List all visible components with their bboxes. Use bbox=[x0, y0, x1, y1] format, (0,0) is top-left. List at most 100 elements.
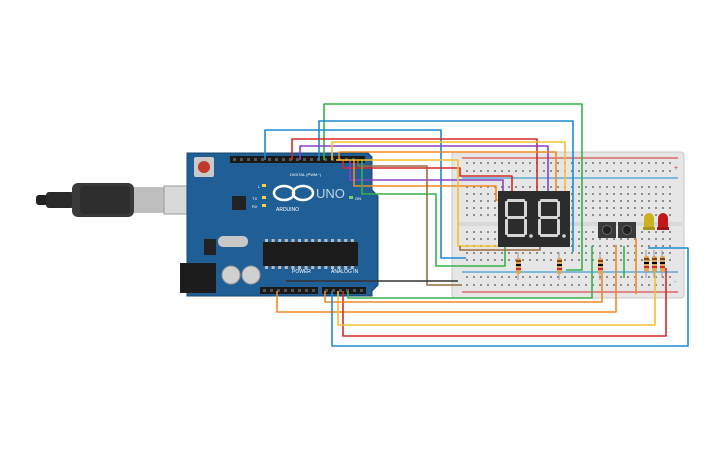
chip-pin bbox=[311, 266, 315, 269]
rail-hole bbox=[627, 276, 629, 278]
rail-hole bbox=[606, 284, 608, 286]
breadboard-hole bbox=[592, 193, 594, 195]
wire-brown-display[interactable] bbox=[459, 246, 541, 251]
arduino-uno-board[interactable]: ARDUINO UNO TX RX L ON DIGITAL (PWM~) PO… bbox=[180, 152, 379, 297]
breadboard-hole bbox=[480, 193, 482, 195]
digit-1-value: 8. bbox=[0, 0, 2, 1]
push-button-2[interactable] bbox=[618, 222, 636, 238]
wire-purple-1[interactable] bbox=[299, 145, 549, 191]
resistors[interactable] bbox=[516, 250, 665, 280]
breadboard-hole bbox=[536, 252, 538, 254]
wire-blue-long[interactable] bbox=[318, 120, 574, 252]
wire-red-1[interactable] bbox=[291, 138, 538, 191]
breadboard-hole bbox=[634, 214, 636, 216]
rail-hole bbox=[606, 162, 608, 164]
led-yellow-dome bbox=[644, 213, 654, 228]
rail-hole bbox=[613, 276, 615, 278]
dc-barrel-jack bbox=[180, 263, 216, 293]
breadboard-hole bbox=[578, 214, 580, 216]
resistor-band bbox=[516, 268, 521, 270]
resistor-6[interactable] bbox=[660, 250, 665, 278]
led-yellow[interactable] bbox=[643, 213, 655, 230]
rail-hole bbox=[543, 162, 545, 164]
rail-hole bbox=[662, 284, 664, 286]
wire-blue-bottom[interactable] bbox=[331, 247, 689, 347]
segment-f bbox=[505, 201, 508, 217]
breadboard-hole bbox=[473, 207, 475, 209]
seven-segment-display[interactable]: 8. 8. bbox=[0, 0, 570, 247]
push-button-1[interactable] bbox=[598, 222, 616, 238]
rail-hole bbox=[501, 276, 503, 278]
wire-brown-1[interactable] bbox=[357, 160, 462, 286]
reset-button-cap[interactable] bbox=[198, 161, 210, 173]
breadboard-hole bbox=[669, 231, 671, 233]
rail-hole bbox=[522, 162, 524, 164]
breadboard-hole bbox=[634, 252, 636, 254]
rail-hole bbox=[592, 170, 594, 172]
analog-header[interactable] bbox=[322, 287, 366, 294]
header-pin bbox=[353, 289, 356, 292]
breadboard-hole bbox=[508, 259, 510, 261]
rail-hole bbox=[522, 276, 524, 278]
wire-yellow-1[interactable] bbox=[331, 141, 566, 191]
wire-orange-2[interactable] bbox=[353, 160, 498, 201]
resistor-5[interactable] bbox=[652, 250, 657, 278]
breadboard-hole bbox=[662, 238, 664, 240]
chip-pin bbox=[331, 266, 334, 269]
push-button-2-cap[interactable] bbox=[622, 225, 632, 235]
resistor-2[interactable] bbox=[557, 252, 562, 280]
rail-hole bbox=[641, 284, 643, 286]
wire-red-bottom[interactable] bbox=[342, 268, 667, 337]
rail-hole bbox=[634, 276, 636, 278]
breadboard-hole bbox=[494, 259, 496, 261]
resistor-3[interactable] bbox=[598, 252, 603, 280]
breadboard-hole bbox=[648, 238, 650, 240]
breadboard-hole bbox=[487, 259, 489, 261]
chip-pin bbox=[284, 239, 288, 242]
breadboard-hole bbox=[480, 200, 482, 202]
wire-green-2[interactable] bbox=[361, 160, 506, 267]
breadboard-hole bbox=[571, 214, 573, 216]
power-header[interactable] bbox=[260, 287, 318, 294]
header-pin bbox=[282, 158, 285, 161]
wire-green-long[interactable] bbox=[323, 103, 583, 271]
breadboard-hole bbox=[613, 186, 615, 188]
rail-hole bbox=[578, 284, 580, 286]
power-label: POWER bbox=[292, 269, 311, 275]
header-pin bbox=[305, 289, 308, 292]
wire-blue-mid[interactable] bbox=[264, 129, 466, 259]
breadboard-hole bbox=[473, 200, 475, 202]
wire-green-bottom[interactable] bbox=[347, 246, 593, 299]
tx-led bbox=[262, 196, 266, 199]
breadboard-hole bbox=[606, 207, 608, 209]
chip-pin bbox=[350, 266, 354, 269]
led-yellow-rim bbox=[643, 227, 655, 230]
push-button-1-cap[interactable] bbox=[602, 225, 612, 235]
header-pin bbox=[277, 289, 280, 292]
rail-hole bbox=[648, 162, 650, 164]
breadboard-hole bbox=[655, 231, 657, 233]
wire-yellow-2[interactable] bbox=[336, 159, 498, 247]
wires[interactable] bbox=[264, 103, 689, 347]
wire-yellow-bottom[interactable] bbox=[337, 268, 656, 326]
chip-pin bbox=[298, 239, 301, 242]
breadboard-hole bbox=[501, 252, 503, 254]
wire-orange-bottom-1[interactable] bbox=[276, 245, 617, 313]
rail-hole bbox=[599, 162, 601, 164]
resistor-1[interactable] bbox=[516, 252, 521, 280]
resistor-4[interactable] bbox=[644, 250, 649, 278]
breadboard-hole bbox=[557, 252, 559, 254]
resistor-band bbox=[660, 262, 665, 264]
wire-orange-1[interactable] bbox=[338, 151, 557, 191]
breadboard-hole bbox=[543, 259, 545, 261]
usb-cable[interactable] bbox=[36, 183, 191, 217]
wire-orange-bottom-2[interactable] bbox=[324, 260, 603, 303]
header-pin bbox=[332, 289, 335, 292]
rail-hole bbox=[669, 170, 671, 172]
rail-hole bbox=[557, 276, 559, 278]
rail-hole bbox=[655, 162, 657, 164]
wire-red-2[interactable] bbox=[342, 160, 513, 191]
led-red[interactable] bbox=[657, 213, 669, 230]
breadboard-hole bbox=[578, 186, 580, 188]
